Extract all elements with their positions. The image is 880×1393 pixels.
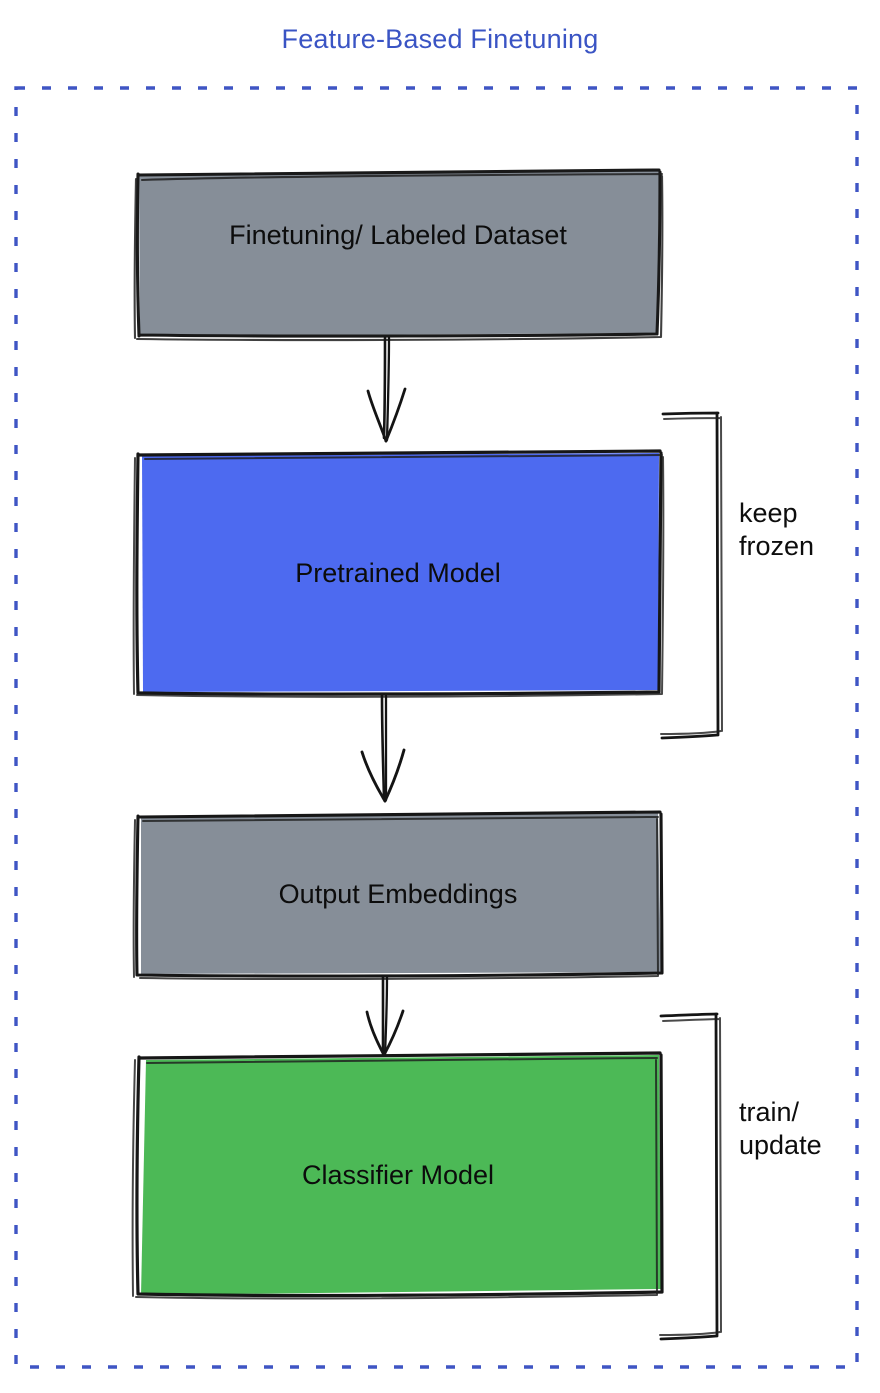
node-pretrained-outline (135, 449, 663, 696)
node-pretrained-model[interactable] (132, 449, 665, 698)
bracket-keep-frozen (660, 411, 723, 740)
annotation-train-update: train/ update (739, 1097, 822, 1160)
node-dataset-fill (139, 171, 659, 336)
node-label-output-embeddings: Output Embeddings (278, 879, 518, 909)
arrow-embeddings-to-classifier (365, 975, 405, 1057)
node-label-dataset: Finetuning/ Labeled Dataset (229, 220, 567, 250)
arrow-pretrained-to-embeddings (360, 694, 406, 803)
node-pretrained-outline-2 (132, 454, 665, 698)
node-output-embeddings[interactable] (132, 810, 664, 981)
node-classifier-fill (141, 1055, 661, 1295)
node-dataset[interactable] (133, 168, 664, 342)
node-classifier-model[interactable] (131, 1051, 664, 1300)
bracket-train-update (659, 1012, 722, 1341)
node-dataset-outline (135, 168, 662, 338)
node-pretrained-fill (142, 453, 659, 692)
dashed-frame (14, 86, 859, 1369)
node-embeddings-outline-2 (132, 816, 659, 981)
annotation-keep-frozen: keep frozen (739, 498, 815, 561)
node-classifier-outline (135, 1051, 664, 1298)
node-label-classifier-model: Classifier Model (301, 1160, 495, 1190)
node-embeddings-fill (141, 813, 661, 974)
node-classifier-outline-2 (131, 1057, 658, 1300)
node-dataset-outline-2 (133, 172, 664, 342)
node-embeddings-outline (135, 810, 664, 978)
node-label-pretrained-model: Pretrained Model (295, 558, 501, 588)
arrow-dataset-to-pretrained (366, 336, 407, 443)
page-title: Feature-Based Finetuning (281, 24, 599, 54)
